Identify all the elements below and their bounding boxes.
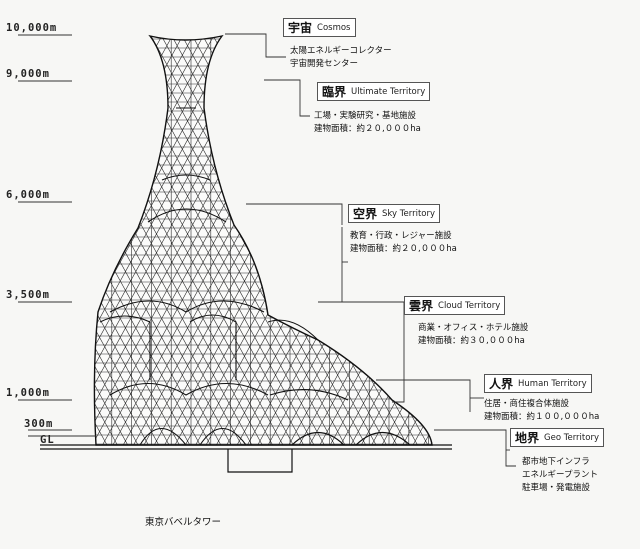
lattice-strut <box>94 36 266 445</box>
desc-line: 建物面積：約２０,０００ha <box>314 124 421 134</box>
lattice-strut <box>94 36 173 445</box>
leader-lines <box>225 33 516 467</box>
zone-cloud-en: Cloud Territory <box>438 300 501 311</box>
zone-ultimate-jp: 臨界 <box>322 85 347 99</box>
lattice-strut <box>94 36 286 445</box>
zone-cloud-jp: 雲界 <box>409 299 434 313</box>
zone-human-jp: 人界 <box>489 377 514 391</box>
zone-cloud-box: 雲界 Cloud Territory <box>404 296 506 315</box>
altitude-label-gl: GL <box>40 434 55 446</box>
desc-line: 教育・行政・レジャー施設 <box>350 231 452 241</box>
lattice-strut <box>597 30 640 450</box>
ground-base <box>40 444 452 473</box>
zone-human-box: 人界 Human Territory <box>484 374 592 393</box>
zone-ultimate-desc: 工場・実験研究・基地施設 建物面積：約２０,０００ha <box>314 110 421 136</box>
desc-line: 駐車場・発電施設 <box>522 483 591 493</box>
zone-geo-box: 地界 Geo Territory <box>510 428 604 447</box>
desc-line: 建物面積：約１００,０００ha <box>484 412 600 422</box>
desc-line: 建物面積：約３０,０００ha <box>418 336 525 346</box>
zone-geo-en: Geo Territory <box>544 432 599 443</box>
altitude-label-300: 300m <box>24 418 54 430</box>
altitude-label-3500: 3,500m <box>6 289 50 301</box>
desc-line: 商業・オフィス・ホテル施設 <box>418 323 529 333</box>
zone-human-en: Human Territory <box>518 378 587 389</box>
zone-cosmos-en: Cosmos <box>317 22 351 33</box>
lattice-strut <box>94 36 193 445</box>
desc-line: 宇宙開発センター <box>290 59 359 69</box>
desc-line: エネルギープラント <box>522 470 598 480</box>
desc-line: 都市地下インフラ <box>522 457 590 467</box>
zone-cosmos-jp: 宇宙 <box>288 21 313 35</box>
zone-geo-desc: 都市地下インフラ エネルギープラント 駐車場・発電施設 <box>522 456 598 495</box>
lattice-strut <box>94 36 276 445</box>
lattice-strut <box>94 36 183 445</box>
zone-ultimate-box: 臨界 Ultimate Territory <box>317 82 431 101</box>
desc-line: 建物面積：約２０,０００ha <box>350 244 457 254</box>
lattice-strut <box>94 36 152 445</box>
zone-cosmos-desc: 太陽エネルギーコレクター 宇宙開発センター <box>290 45 392 71</box>
lattice-strut <box>607 30 640 450</box>
lattice-strut <box>586 30 640 450</box>
desc-line: 工場・実験研究・基地施設 <box>314 111 417 121</box>
zone-geo-jp: 地界 <box>515 431 540 445</box>
altitude-label-6000: 6,000m <box>6 189 50 201</box>
lattice-strut <box>94 36 255 445</box>
lattice-strut <box>628 30 640 450</box>
lattice-strut <box>94 36 142 445</box>
desc-line: 太陽エネルギーコレクター <box>290 46 392 56</box>
zone-cosmos-box: 宇宙 Cosmos <box>283 18 356 37</box>
diagram-caption: 東京バベルタワー <box>145 517 222 528</box>
altitude-rules <box>18 34 96 437</box>
desc-line: 住居・商住複合体施設 <box>484 399 570 409</box>
zone-sky-box: 空界 Sky Territory <box>348 204 440 223</box>
zone-human-desc: 住居・商住複合体施設 建物面積：約１００,０００ha <box>484 398 599 424</box>
lattice-strut <box>316 36 433 445</box>
zone-ultimate-en: Ultimate Territory <box>351 86 426 97</box>
zone-sky-desc: 教育・行政・レジャー施設 建物面積：約２０,０００ha <box>350 230 457 256</box>
lattice-strut <box>94 36 204 445</box>
lattice-strut <box>327 36 433 445</box>
tower-outline <box>93 34 433 446</box>
zone-sky-en: Sky Territory <box>382 208 435 219</box>
altitude-label-1000: 1,000m <box>6 387 50 399</box>
altitude-label-10000: 10,000m <box>6 22 58 34</box>
altitude-label-9000: 9,000m <box>6 68 50 80</box>
tower-arches <box>99 107 411 446</box>
lattice-strut <box>617 30 640 450</box>
lattice-strut <box>94 36 162 445</box>
zone-cloud-desc: 商業・オフィス・ホテル施設 建物面積：約３０,０００ha <box>418 322 528 348</box>
zone-sky-jp: 空界 <box>353 207 378 221</box>
